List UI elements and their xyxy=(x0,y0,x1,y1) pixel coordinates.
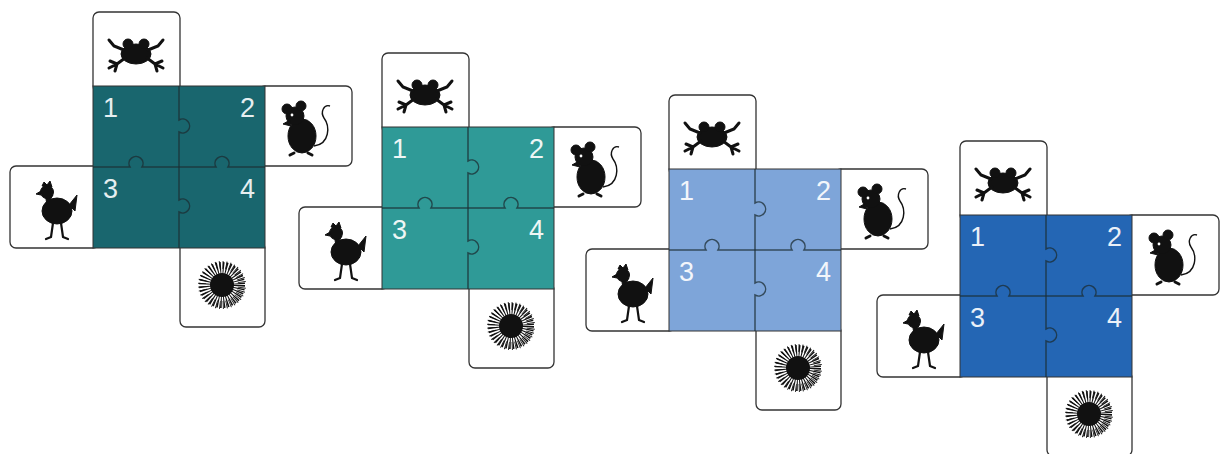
piece-number: 3 xyxy=(392,217,407,244)
puzzle-piece: 3 xyxy=(93,167,179,248)
puzzle-piece: 3 xyxy=(669,250,755,331)
piece-number: 4 xyxy=(240,176,255,203)
puzzle-piece: 3 xyxy=(382,208,468,289)
piece-number: 2 xyxy=(240,95,255,122)
piece-number: 4 xyxy=(816,259,831,286)
piece-number: 4 xyxy=(1107,305,1122,332)
puzzle-piece: 4 xyxy=(1046,296,1132,377)
puzzle-piece: 2 xyxy=(179,86,265,167)
puzzle-piece: 1 xyxy=(669,169,755,250)
puzzle-piece: 3 xyxy=(960,296,1046,377)
piece-number: 1 xyxy=(679,178,694,205)
piece-number: 1 xyxy=(970,224,985,251)
puzzle-piece: 4 xyxy=(468,208,554,289)
puzzle-piece: 4 xyxy=(179,167,265,248)
puzzle-piece: 1 xyxy=(93,86,179,167)
puzzle-piece: 2 xyxy=(468,127,554,208)
piece-number: 1 xyxy=(392,136,407,163)
piece-number: 2 xyxy=(1107,224,1122,251)
piece-number: 1 xyxy=(103,95,118,122)
piece-number: 3 xyxy=(970,305,985,332)
puzzle-piece: 2 xyxy=(1046,215,1132,296)
puzzle-piece: 2 xyxy=(755,169,841,250)
puzzle-piece: 1 xyxy=(960,215,1046,296)
puzzle-piece: 4 xyxy=(755,250,841,331)
piece-number: 3 xyxy=(103,176,118,203)
puzzle-cross xyxy=(877,141,1219,454)
piece-number: 3 xyxy=(679,259,694,286)
piece-number: 2 xyxy=(529,136,544,163)
puzzle-piece: 1 xyxy=(382,127,468,208)
piece-number: 2 xyxy=(816,178,831,205)
piece-number: 4 xyxy=(529,217,544,244)
